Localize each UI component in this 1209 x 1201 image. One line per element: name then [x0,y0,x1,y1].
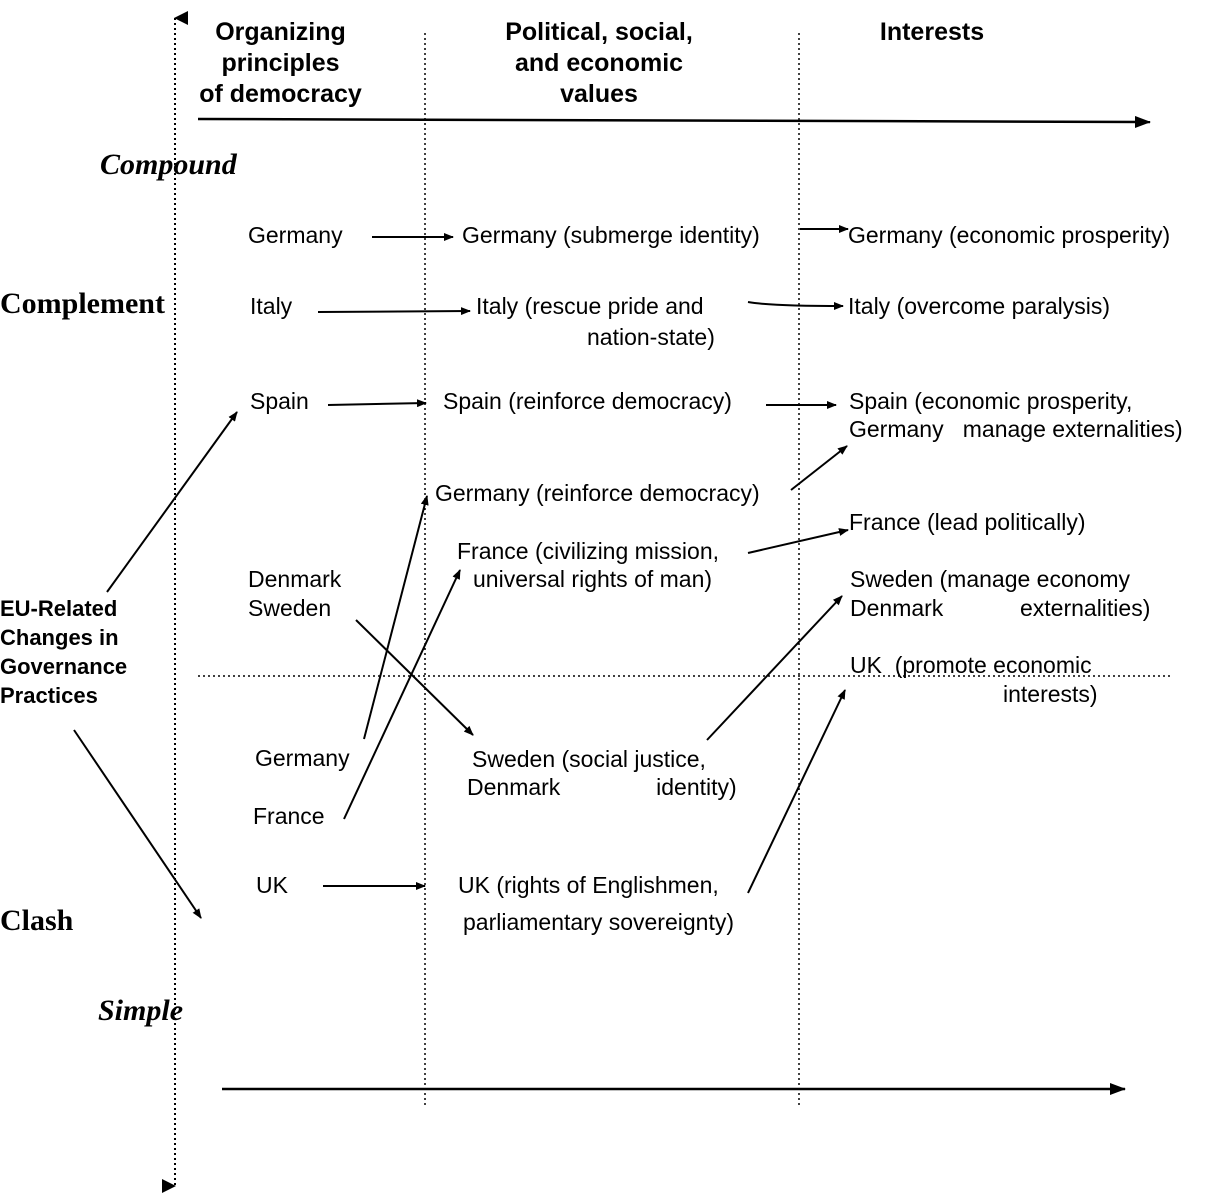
top-horizontal-arrow [197,115,1151,128]
col2-italy-line2: nation-state) [587,324,715,350]
header-values: Political, social, and economic values [505,18,693,108]
col3-france: France (lead politically) [849,509,1086,535]
col1-sweden: Sweden [248,595,332,621]
label-compound: Compound [100,148,237,181]
col2-france-line2: universal rights of man) [473,566,713,592]
col3-uk-line2: interests) [1003,681,1098,707]
eu-arrow-up [106,411,238,593]
col3-germany: Germany (economic prosperity) [848,222,1171,248]
col1-france: France [253,803,325,829]
col3-italy: Italy (overcome paralysis) [848,293,1111,319]
eu-arrow-down [73,729,202,919]
header-interests: Interests [879,18,985,46]
arrow-denmark-sweden [355,619,474,736]
label-eu-changes: EU-Related Changes in Governance Practic… [0,596,128,708]
col3-denmark-line2: Denmark externalities) [850,595,1151,621]
col3-uk-line1: UK (promote economic [850,652,1092,678]
col2-germany-democracy: Germany (reinforce democracy) [435,480,760,506]
col1-italy: Italy [250,293,293,319]
header-organizing-principles: Organizing principles of democracy [199,18,362,108]
col2-germany-identity: Germany (submerge identity) [462,222,760,248]
col2-france-line1: France (civilizing mission, [457,538,720,564]
col2-sweden-line1: Sweden (social justice, [472,746,706,772]
label-clash: Clash [0,904,74,937]
col2-uk-line2: parliamentary sovereignty) [463,909,735,935]
arrow-spain-1 [327,399,427,408]
label-complement: Complement [0,287,165,320]
col2-uk-line1: UK (rights of Englishmen, [458,872,719,898]
col2-italy-line1: Italy (rescue pride and [476,293,704,319]
col3-spain-line1: Spain (economic prosperity, [849,388,1133,414]
col2-denmark-line2: Denmark identity) [467,774,737,800]
col2-spain: Spain (reinforce democracy) [443,388,732,414]
col1-germany-bottom: Germany [255,745,350,771]
arrow-germany-bottom [363,495,429,740]
arrow-social-justice [706,595,843,741]
col1-uk: UK [256,872,288,898]
label-simple: Simple [98,994,184,1027]
col3-spain-line2: Germany manage externalities) [849,416,1183,442]
col1-denmark: Denmark [248,566,342,592]
arrow-france-lead [747,528,849,554]
arrow-italy-2 [747,301,844,310]
col3-sweden-line1: Sweden (manage economy [850,566,1130,592]
arrow-france-bottom [343,569,461,820]
col1-germany-top: Germany [248,222,343,248]
arrow-germany-democracy [790,445,848,491]
col1-spain: Spain [250,388,309,414]
arrow-uk-2 [747,689,846,894]
arrow-italy-1 [317,307,471,316]
